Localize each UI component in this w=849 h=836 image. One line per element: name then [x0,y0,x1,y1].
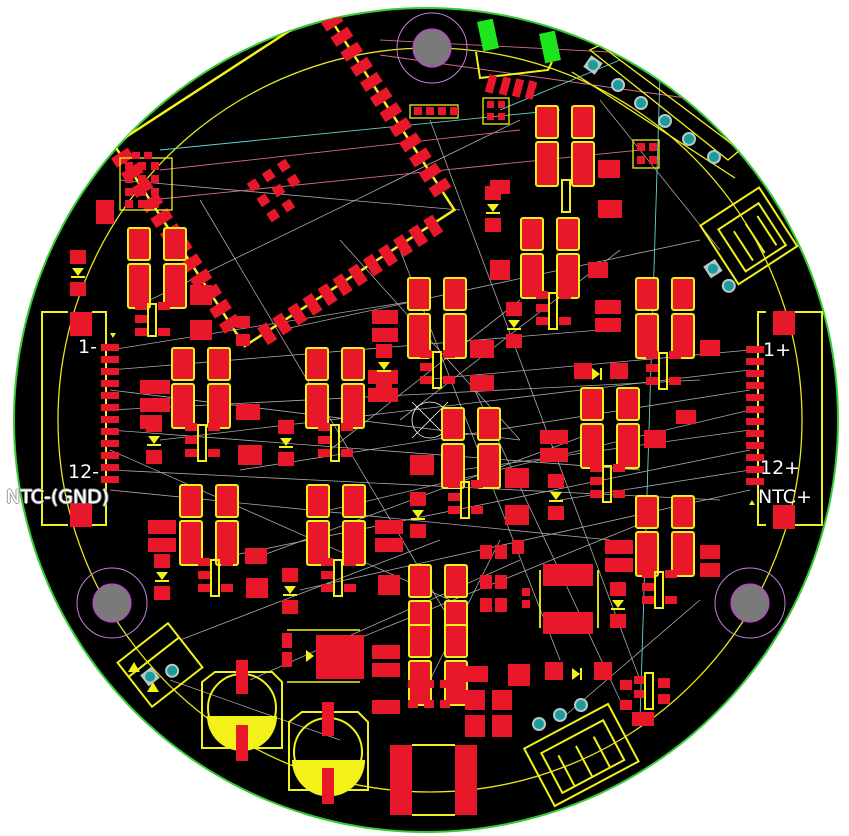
smd-components[interactable] [0,0,59,81]
fpc-connector-right[interactable] [746,311,823,529]
inductor-bottom[interactable] [390,744,477,816]
connector-label-ntc-plus: NTC+ [758,486,812,508]
tvs-diode-icons [71,204,625,680]
connector-label-1-plus: 1+ [763,339,792,361]
electrolytic-cap-2[interactable] [288,702,369,804]
electrolytic-cap-1[interactable] [201,660,283,761]
connector-label-ntc-gnd: NTC-(GND) [6,486,110,508]
arrow-icon [147,682,159,692]
tvs-diode-pads [70,186,626,628]
resistor-array-topright[interactable] [632,139,660,169]
small-smd-parts[interactable] [96,160,720,737]
jst-connector-bottom[interactable] [522,702,640,808]
board-substrate [15,9,837,831]
mounting-hole-left [76,567,148,639]
jst-connector-right[interactable] [684,186,799,297]
jst-bottom-pins [532,698,588,731]
connector-label-1-minus: 1- [78,336,97,358]
power-diode[interactable] [282,629,364,683]
top-smd-component-green-pads[interactable] [409,18,561,125]
arrow-icon [128,662,140,672]
connector-label-12-minus: 12- [68,461,100,483]
mounting-hole-top [396,12,468,84]
mounting-hole-right [714,567,786,639]
resistor-array-topleft[interactable] [119,152,173,211]
connector-2pin-left[interactable] [116,621,204,709]
connector-label-12-plus: 12+ [760,457,801,479]
sot-silkscreen [147,179,668,710]
sot-pads [135,291,681,604]
fpc-connector-left[interactable] [41,311,119,527]
power-mosfet[interactable] [539,564,599,634]
